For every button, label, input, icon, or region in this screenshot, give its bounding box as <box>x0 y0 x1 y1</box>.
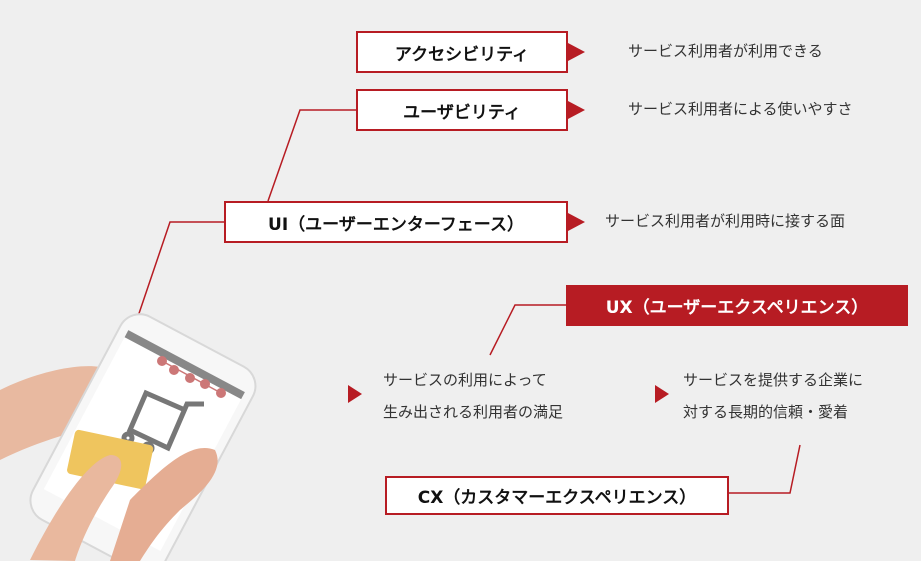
accessibility-desc: サービス利用者が利用できる <box>628 42 823 60</box>
cx-box: CX（カスタマーエクスペリエンス） <box>385 476 729 515</box>
connector-ux <box>489 304 566 356</box>
progress-dots <box>157 356 226 398</box>
arrow-right-icon <box>568 43 585 61</box>
cx-label: CX（カスタマーエクスペリエンス） <box>417 488 697 508</box>
arrow-right-icon <box>568 101 585 119</box>
ui-label: UI（ユーザーエンターフェース） <box>268 214 524 235</box>
ui-desc: サービス利用者が利用時に接する面 <box>605 212 846 230</box>
ux-desc-line-1: サービスの利用によって <box>383 371 547 389</box>
connector-ui-usability <box>267 109 356 202</box>
ux-desc-line-2: 生み出される利用者の満足 <box>383 403 564 421</box>
ui-box: UI（ユーザーエンターフェース） <box>224 201 568 243</box>
arrow-right-icon <box>348 385 362 403</box>
phone-in-hand-illustration <box>0 313 257 561</box>
ux-label: UX（ユーザーエクスペリエンス） <box>605 298 869 318</box>
usability-label: ユーザビリティ <box>403 102 521 123</box>
connector-cx <box>728 444 801 494</box>
arrow-right-icon <box>568 213 585 231</box>
ux-box: UX（ユーザーエクスペリエンス） <box>566 285 908 326</box>
accessibility-box: アクセシビリティ <box>356 31 568 73</box>
cx-desc-line-1: サービスを提供する企業に <box>683 371 864 389</box>
cx-desc-line-2: 対する長期的信頼・愛着 <box>683 403 849 421</box>
arrow-right-icon <box>655 385 669 403</box>
usability-desc: サービス利用者による使いやすさ <box>628 100 853 118</box>
accessibility-label: アクセシビリティ <box>394 44 530 65</box>
usability-box: ユーザビリティ <box>356 89 568 131</box>
connector-phone-ui <box>129 221 224 341</box>
